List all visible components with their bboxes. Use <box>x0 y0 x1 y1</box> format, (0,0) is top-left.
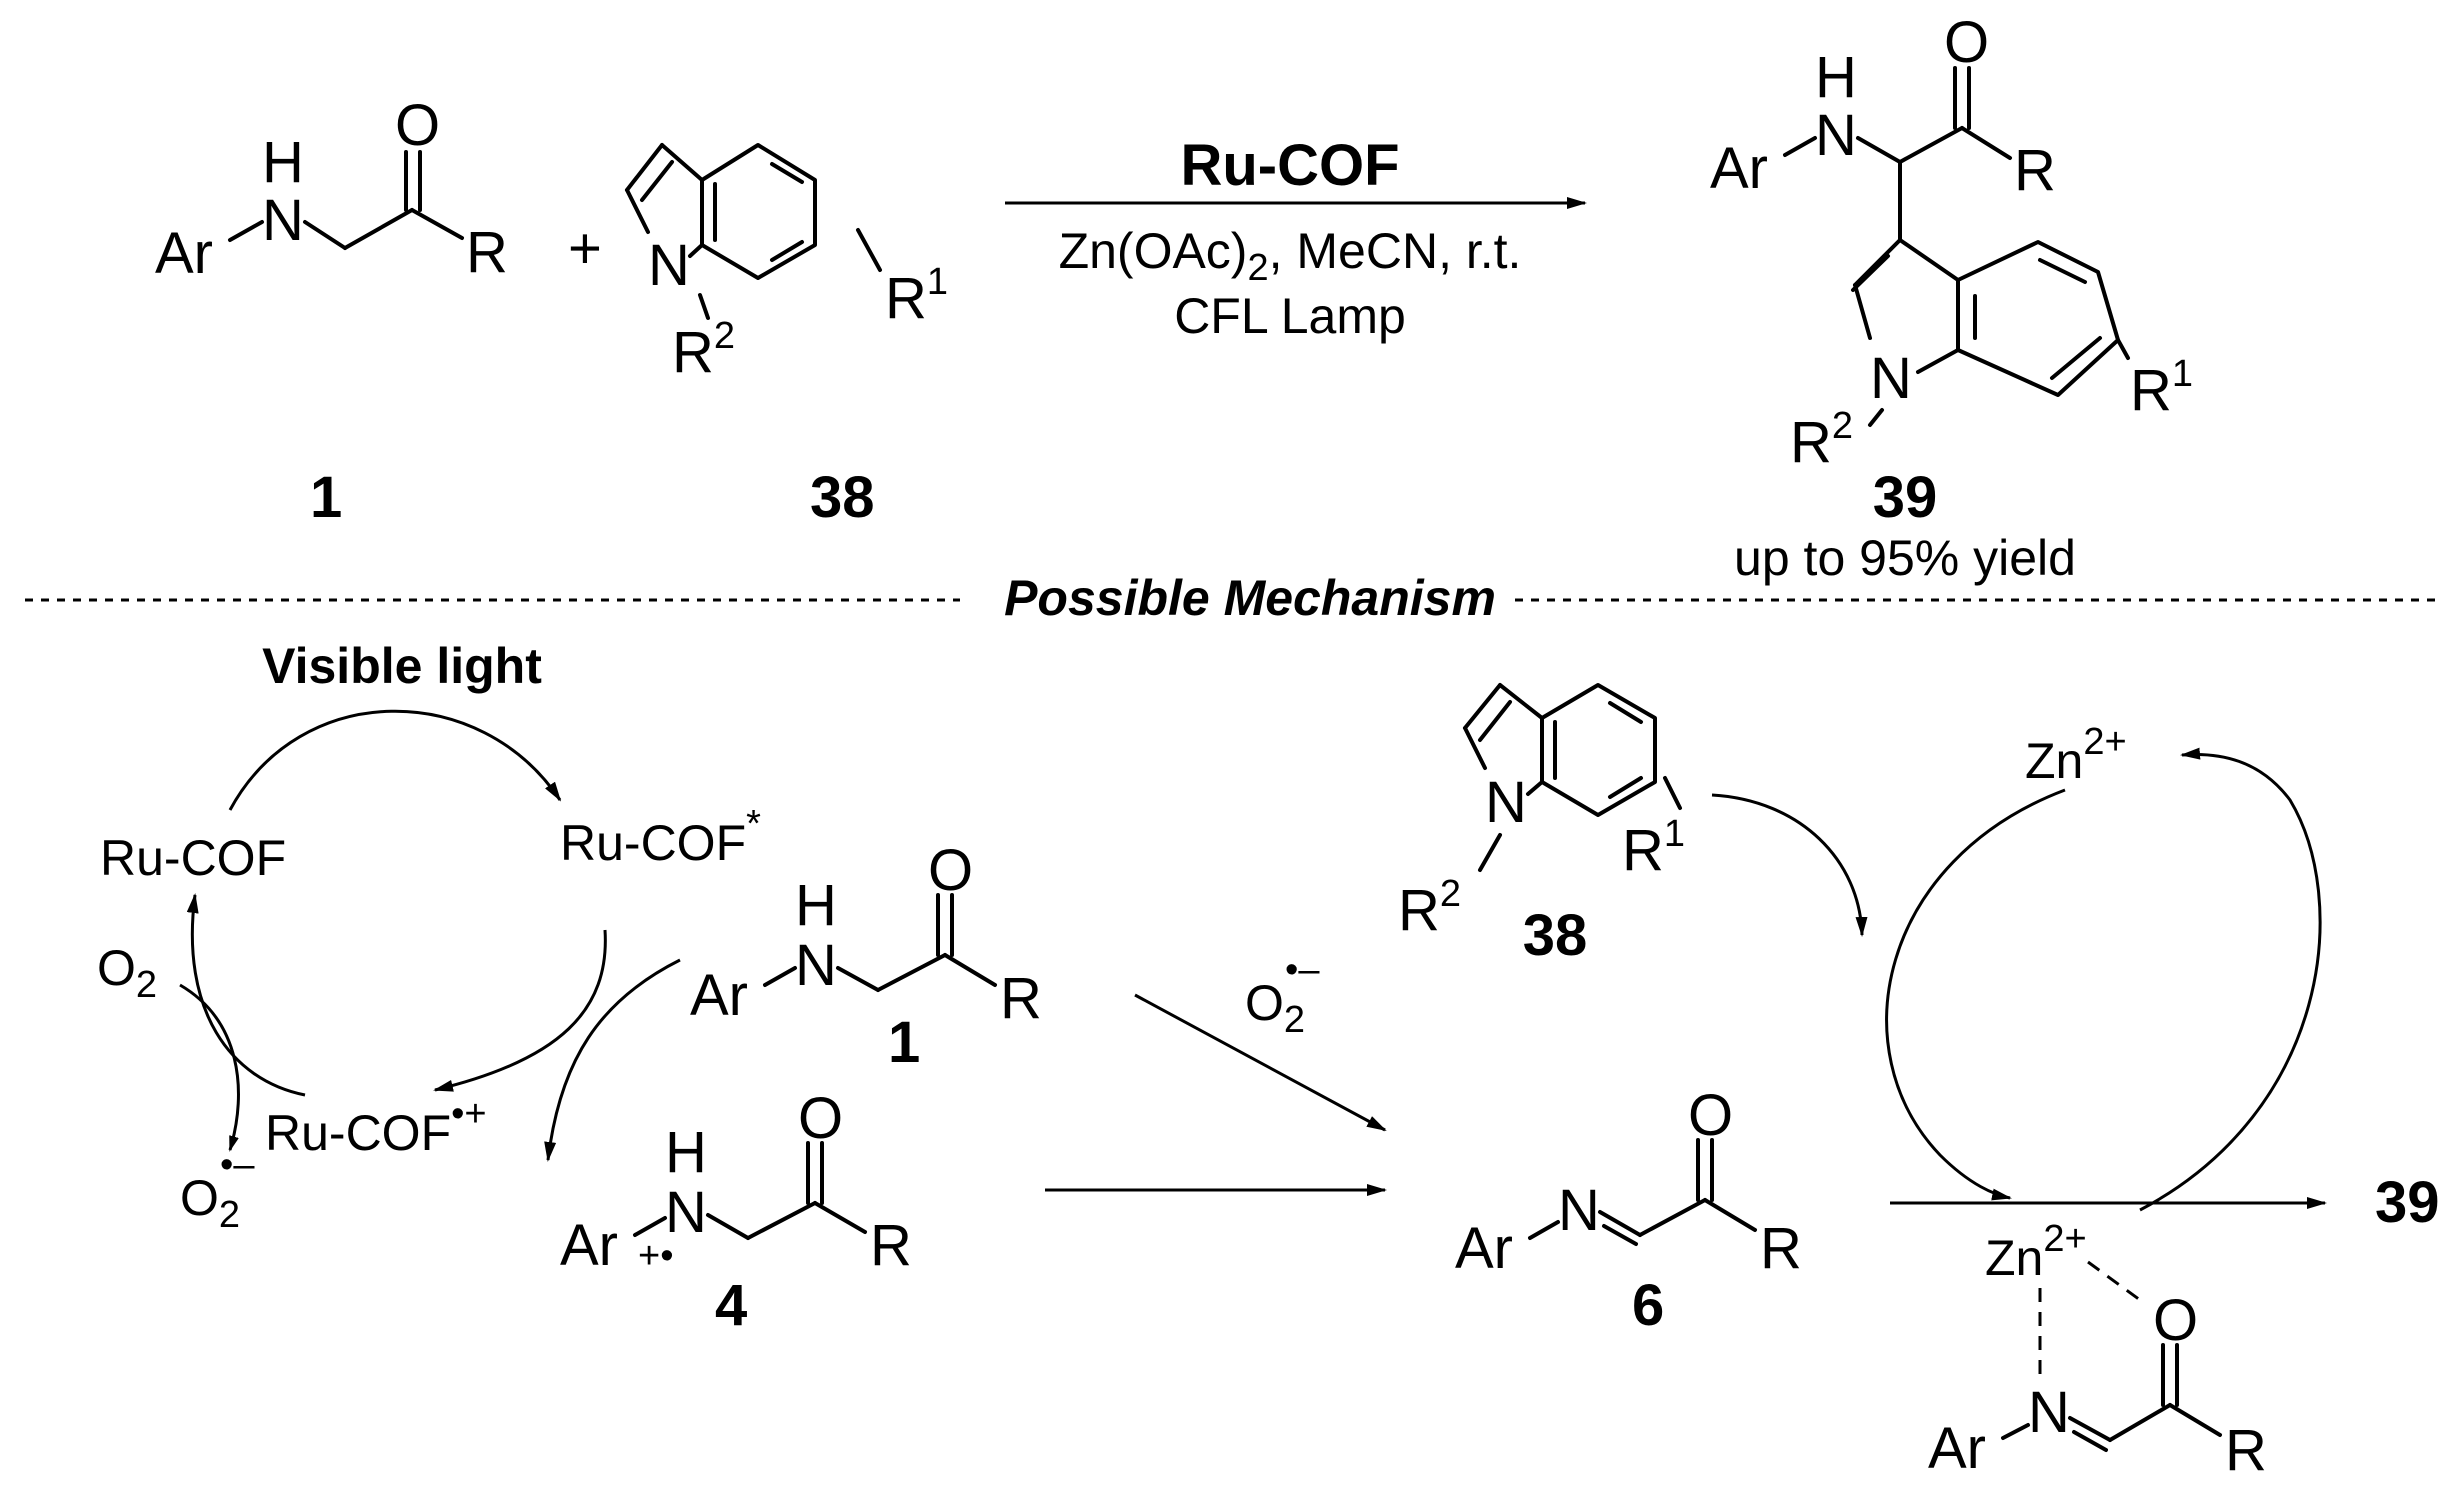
yield-label: up to 95% yield <box>1734 530 2076 586</box>
label-compound-1: 1 <box>310 465 342 530</box>
set-arrow <box>544 958 681 1162</box>
conditions-line-2: Zn(OAc)2, MeCN, r.t. <box>1059 223 1522 289</box>
atom-n: N <box>648 233 690 298</box>
catalyst-label: Ru-COF <box>1180 133 1399 198</box>
indole-addition-arrow <box>1711 793 1868 937</box>
atom-r2: R2 <box>672 315 735 385</box>
superoxide-label-center: O2•– <box>1245 949 1320 1041</box>
atom-r2: R2 <box>1790 405 1853 475</box>
label-compound-39: 39 <box>1873 465 1938 530</box>
atom-r: R <box>2225 1418 2267 1483</box>
atom-n: N <box>665 1180 707 1245</box>
regeneration-arrow <box>186 893 306 1097</box>
compound-4-structure: Ar N H +• O R <box>560 1086 912 1278</box>
atom-n: N <box>1558 1178 1600 1243</box>
atom-h: H <box>1815 45 1857 110</box>
atom-h: H <box>262 130 304 195</box>
mechanism-label-4: 4 <box>715 1273 747 1338</box>
atom-o: O <box>1944 10 1989 75</box>
zn-imine-complex-structure: Zn2+ Ar N O R <box>1928 1218 2267 1483</box>
o2-label: O2 <box>97 940 157 1006</box>
zn-catalyst-label: Zn2+ <box>2025 721 2127 789</box>
excitation-arrow <box>228 709 562 811</box>
atom-ar: Ar <box>690 963 748 1028</box>
atom-ar: Ar <box>155 221 213 286</box>
zn-activation-arrow <box>1885 788 2066 1201</box>
atom-r1: R1 <box>2130 353 2193 423</box>
atom-n: N <box>795 933 837 998</box>
conditions-line-3: CFL Lamp <box>1174 288 1406 344</box>
mechanism-label-39: 39 <box>2375 1170 2440 1235</box>
atom-ar: Ar <box>560 1213 618 1278</box>
atom-n: N <box>1815 103 1857 168</box>
superoxide-label-left: O2•– <box>180 1144 255 1236</box>
reductive-quench-arrow <box>433 929 607 1092</box>
atom-r: R <box>466 220 508 285</box>
radical-cation-mark: +• <box>638 1235 674 1277</box>
imine-6-structure: Ar N O R <box>1455 1083 1802 1281</box>
atom-r: R <box>1000 966 1042 1031</box>
reactant-38-structure: N R2 R1 <box>625 143 948 385</box>
atom-n: N <box>262 188 304 253</box>
visible-light-label: Visible light <box>262 638 542 694</box>
mechanism-label-1: 1 <box>888 1010 920 1075</box>
ru-cof-radical-cation: Ru-COF•+ <box>265 1093 487 1161</box>
o2-reduction-arrow <box>179 983 240 1152</box>
atom-h: H <box>795 873 837 938</box>
atom-n: N <box>1870 346 1912 411</box>
zn-bound-label: Zn2+ <box>1985 1218 2087 1286</box>
ru-cof-excited-state: Ru-COF* <box>560 803 761 871</box>
atom-h: H <box>665 1120 707 1185</box>
mechanism-title: Possible Mechanism <box>1004 570 1496 626</box>
reactant-1-structure: Ar N H O R <box>155 93 508 286</box>
label-compound-38: 38 <box>810 465 875 530</box>
atom-r1: R1 <box>1622 813 1685 883</box>
atom-o: O <box>395 93 440 158</box>
atom-r: R <box>1760 1216 1802 1281</box>
ru-cof-ground-state: Ru-COF <box>100 830 286 886</box>
atom-ar: Ar <box>1455 1216 1513 1281</box>
mechanism-compound-1-structure: Ar N H O R <box>690 838 1042 1031</box>
atom-ar: Ar <box>1710 136 1768 201</box>
atom-o: O <box>798 1086 843 1151</box>
atom-r: R <box>2014 138 2056 203</box>
atom-o: O <box>1688 1083 1733 1148</box>
atom-r1: R1 <box>885 261 948 331</box>
mechanism-indole-38-structure: N R2 R1 <box>1398 683 1685 943</box>
plus-sign: + <box>568 216 602 281</box>
atom-n: N <box>2028 1380 2070 1445</box>
atom-o: O <box>2153 1288 2198 1353</box>
product-39-structure: Ar N H O R N R2 R1 <box>1710 10 2193 475</box>
atom-r: R <box>870 1213 912 1278</box>
zn-regeneration-arrow <box>2139 747 2322 1212</box>
atom-o: O <box>928 838 973 903</box>
atom-r2: R2 <box>1398 873 1461 943</box>
mechanism-label-6: 6 <box>1632 1273 1664 1338</box>
mechanism-label-38: 38 <box>1523 903 1588 968</box>
atom-n: N <box>1485 770 1527 835</box>
oxidation-arrow-from-1 <box>1134 993 1387 1132</box>
atom-ar: Ar <box>1928 1416 1986 1481</box>
